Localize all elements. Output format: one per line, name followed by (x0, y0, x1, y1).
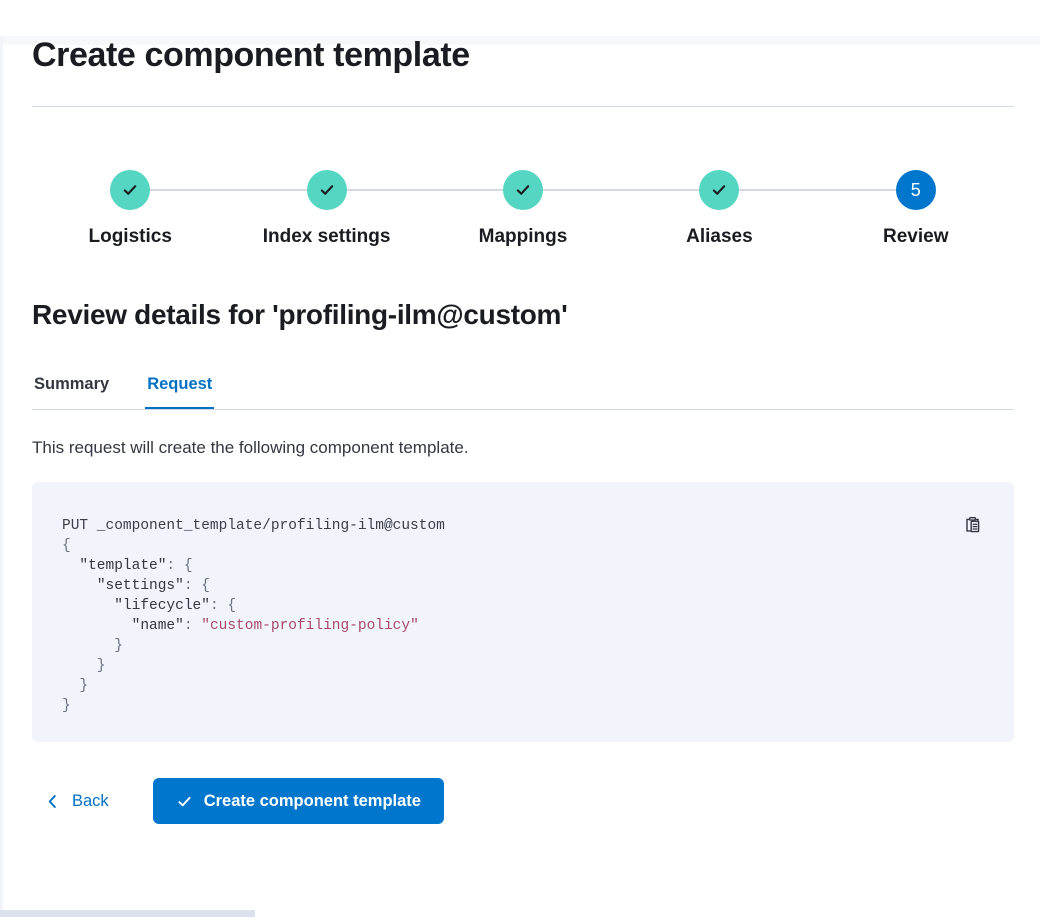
step-label: Review (883, 226, 949, 247)
review-heading: Review details for 'profiling-ilm@custom… (32, 299, 568, 330)
back-button-label: Back (72, 791, 109, 810)
create-component-template-label: Create component template (203, 791, 421, 810)
chevron-left-icon (44, 793, 61, 810)
step-logistics: Logistics (32, 170, 228, 248)
create-component-template-page: Create component template Logistics Index… (0, 36, 1040, 824)
step-index-settings: Index settings (228, 170, 424, 248)
request-code: PUT _component_template/profiling-ilm@cu… (62, 516, 986, 716)
tabs-divider (32, 409, 1014, 410)
code-line: } (62, 658, 106, 674)
code-line: } (62, 678, 89, 694)
code-line: } (62, 698, 71, 714)
code-line: "settings": { (96, 578, 210, 594)
step-label: Aliases (686, 226, 753, 247)
step-label: Index settings (262, 226, 391, 247)
step-label: Mappings (478, 226, 568, 247)
create-component-template-button[interactable]: Create component template (152, 778, 444, 824)
back-button[interactable]: Back (44, 792, 109, 811)
step-aliases: Aliases (621, 170, 817, 248)
step-current-number[interactable]: 5 (895, 170, 936, 210)
window-left-edge (0, 36, 3, 917)
copy-clipboard-icon (963, 516, 982, 538)
code-line: "lifecycle": { (114, 598, 237, 614)
window-bottom-edge (0, 910, 255, 917)
step-complete-check-icon[interactable] (306, 170, 347, 210)
code-line: { (62, 538, 71, 554)
step-complete-check-icon[interactable] (110, 170, 151, 210)
code-line: "name": "custom-profiling-policy" (131, 618, 419, 634)
footer-actions: Back Create component template (32, 778, 1014, 824)
request-code-block: PUT _component_template/profiling-ilm@cu… (32, 482, 1014, 742)
step-label: Logistics (88, 226, 172, 247)
code-line: PUT _component_template/profiling-ilm@cu… (62, 518, 445, 534)
code-line: "template": { (79, 558, 193, 574)
window-top-edge (0, 36, 1040, 45)
copy-to-clipboard-button[interactable] (961, 514, 984, 537)
tab-request[interactable]: Request (145, 375, 215, 409)
review-tabs: Summary Request (32, 375, 1014, 409)
request-description: This request will create the following c… (32, 438, 469, 457)
step-mappings: Mappings (425, 170, 621, 248)
tab-summary[interactable]: Summary (32, 375, 111, 409)
page-title: Create component template (32, 36, 470, 74)
step-complete-check-icon[interactable] (699, 170, 740, 210)
code-line: } (62, 638, 123, 654)
title-divider (32, 106, 1014, 107)
step-complete-check-icon[interactable] (502, 170, 543, 210)
check-icon (176, 793, 193, 810)
